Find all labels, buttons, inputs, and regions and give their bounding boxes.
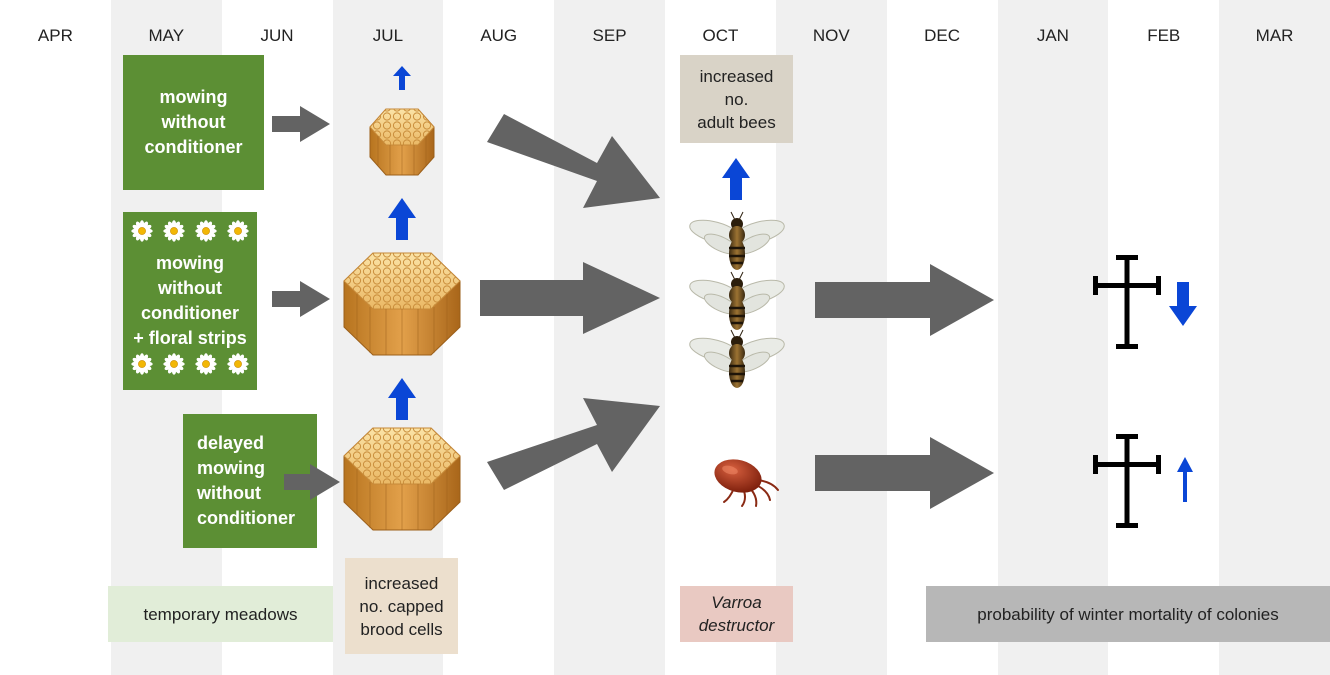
down-arrow-icon xyxy=(1169,282,1197,326)
varroa-mite-icon xyxy=(714,459,779,507)
treatment-line: conditioner xyxy=(144,137,243,157)
month-column xyxy=(886,0,998,675)
month-label: JUL xyxy=(372,26,404,45)
big-arrow-icon xyxy=(815,437,994,509)
month-label: OCT xyxy=(702,26,739,45)
treatment-line: without xyxy=(197,483,261,503)
month-column xyxy=(1219,0,1330,675)
adult-bees-label: increased no. adult bees xyxy=(680,55,793,143)
month-label: DEC xyxy=(924,26,961,45)
daisy-icon xyxy=(163,220,185,249)
treatment-line: without xyxy=(161,112,226,132)
month-column xyxy=(775,0,887,675)
month-label: JAN xyxy=(1036,26,1069,45)
treatment-line: conditioner xyxy=(140,303,239,323)
label-text: brood cells xyxy=(360,619,443,639)
daisy-icon xyxy=(195,220,217,249)
label-text: destructor xyxy=(698,616,775,635)
label-text: no. xyxy=(724,89,749,109)
treatment-line: delayed xyxy=(197,433,265,453)
month-label: MAY xyxy=(148,26,185,45)
up-arrow-icon xyxy=(1177,457,1193,502)
arrow-icon xyxy=(272,106,330,142)
big-arrow-icon xyxy=(815,264,994,336)
month-column xyxy=(554,0,665,675)
honeycomb-icon xyxy=(343,427,461,531)
brood-cells-label: increased no. capped brood cells xyxy=(345,558,458,654)
month-label: FEB xyxy=(1147,26,1181,45)
bee-icon xyxy=(689,329,785,388)
cross-icon xyxy=(1093,255,1161,349)
label-text: probability of winter mortality of colon… xyxy=(977,604,1279,624)
month-column xyxy=(0,0,111,675)
up-arrow-icon xyxy=(388,198,416,240)
label-text: no. capped xyxy=(359,596,444,616)
treatment-line: conditioner xyxy=(197,508,295,528)
temporary-meadows-label: temporary meadows xyxy=(108,586,333,642)
month-label: SEP xyxy=(592,26,627,45)
treatment-line: without xyxy=(158,278,222,298)
treatment-mowing-box: mowing without conditioner xyxy=(123,55,264,190)
up-arrow-icon xyxy=(722,158,750,200)
month-column xyxy=(443,0,555,675)
treatment-line: mowing xyxy=(155,253,224,273)
month-column xyxy=(997,0,1109,675)
arrow-icon xyxy=(272,281,330,317)
daisy-row-top xyxy=(131,220,249,249)
daisy-icon xyxy=(195,353,217,382)
arrow-icon xyxy=(284,464,340,500)
up-arrow-icon xyxy=(393,66,411,90)
daisy-icon xyxy=(227,353,249,382)
daisy-icon xyxy=(163,353,185,382)
big-arrow-icon xyxy=(480,262,660,334)
month-label: AUG xyxy=(480,26,518,45)
daisy-row-bottom xyxy=(131,353,249,382)
winter-mortality-label: probability of winter mortality of colon… xyxy=(926,586,1330,642)
month-label: JUN xyxy=(260,26,294,45)
label-text: Varroa xyxy=(711,593,762,612)
month-label: NOV xyxy=(812,26,850,45)
big-arrow-icon xyxy=(487,398,660,490)
cross-icon xyxy=(1093,434,1161,528)
month-label: MAR xyxy=(1255,26,1294,45)
honeycomb-icon xyxy=(369,108,435,176)
label-text: adult bees xyxy=(697,112,776,132)
honeycomb-icon xyxy=(343,252,461,356)
daisy-icon xyxy=(131,220,153,249)
label-text: increased xyxy=(364,573,439,593)
treatment-delayed-mowing-box: delayed mowing without conditioner xyxy=(183,414,317,548)
big-arrow-icon xyxy=(487,114,660,208)
month-label: APR xyxy=(37,26,73,45)
bee-icon xyxy=(689,211,785,270)
treatment-line: mowing xyxy=(159,87,228,107)
bee-icon xyxy=(689,271,785,330)
treatment-floral-strips-box: mowing without conditioner + floral stri… xyxy=(123,212,257,390)
varroa-label: Varroa destructor xyxy=(680,586,793,642)
daisy-icon xyxy=(227,220,249,249)
label-text: temporary meadows xyxy=(143,604,298,624)
treatment-line: mowing xyxy=(197,458,265,478)
up-arrow-icon xyxy=(388,378,416,420)
treatment-line: + floral strips xyxy=(133,328,247,348)
daisy-icon xyxy=(131,353,153,382)
label-text: increased xyxy=(699,66,774,86)
